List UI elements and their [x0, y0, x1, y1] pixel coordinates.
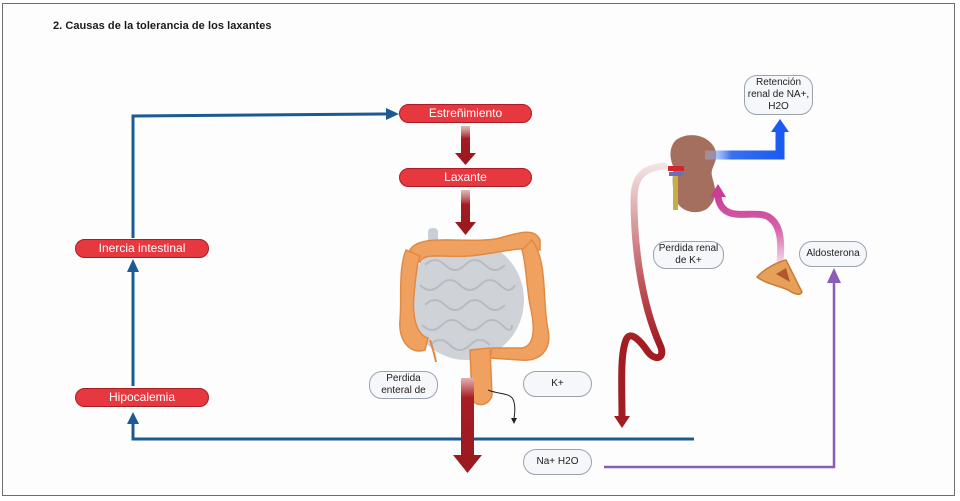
node-perdida-enteral[interactable]: Perdida enteral de: [369, 371, 438, 399]
node-hipocalemia[interactable]: Hipocalemia: [75, 388, 209, 407]
kidney-illustration: [668, 135, 717, 213]
intestine-illustration: [399, 228, 550, 406]
arrow-hipocalemia-to-inercia: [127, 259, 139, 386]
arrow-aldosterone-to-kidney: [710, 184, 785, 263]
node-aldosterona[interactable]: Aldosterona: [799, 241, 867, 267]
arrow-renal-k-loss: [614, 162, 668, 428]
arrow-kidney-to-retencion: [705, 119, 789, 160]
arrow-bottom-to-hipocalemia: [127, 412, 694, 441]
arrow-na-h2o-to-aldosterona: [604, 268, 841, 469]
arrow-laxante-to-intestine: [455, 190, 476, 235]
page-title: 2. Causas de la tolerancia de los laxant…: [53, 20, 272, 32]
node-estrenimiento[interactable]: Estreñimiento: [399, 104, 532, 123]
arrow-to-k-plus: [487, 389, 517, 424]
adrenal-gland-illustration: [755, 259, 803, 295]
node-inercia-intestinal[interactable]: Inercia intestinal: [75, 239, 209, 258]
arrow-inercia-to-estrenimiento: [131, 108, 399, 238]
arrow-enteral-loss: [453, 378, 482, 473]
node-retencion-renal[interactable]: Retención renal de NA+, H2O: [744, 75, 813, 115]
arrow-estrenimiento-to-laxante: [455, 126, 476, 165]
node-na-h2o[interactable]: Na+ H2O: [523, 449, 592, 475]
node-k-plus[interactable]: K+: [523, 371, 592, 397]
node-perdida-renal-k[interactable]: Perdida renal de K+: [653, 241, 724, 269]
node-laxante[interactable]: Laxante: [399, 168, 532, 187]
